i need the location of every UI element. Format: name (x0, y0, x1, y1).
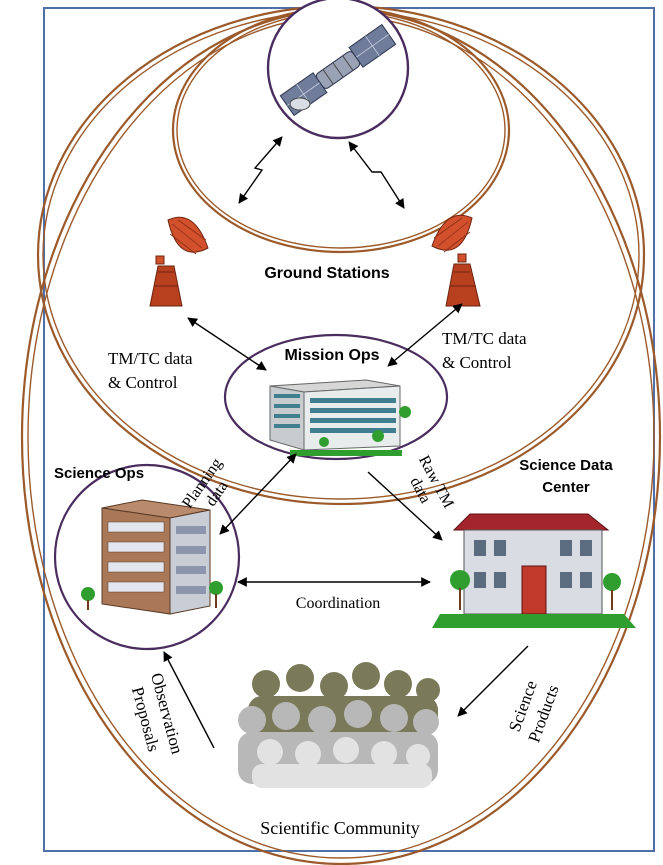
satellite-icon (266, 0, 410, 140)
arrow-right-station-to-mission (387, 303, 463, 367)
mission-ops-building-icon (269, 379, 411, 456)
label-scientific-community: Scientific Community (260, 818, 420, 838)
label-science-ops: Science Ops (54, 465, 144, 482)
mission-ops-ring (223, 333, 449, 461)
arrow-observation-proposals (163, 651, 215, 749)
radio-link-left (238, 136, 283, 204)
science-ops-ring (53, 463, 241, 651)
label-tmtc-right-1: TM/TC data (442, 329, 527, 348)
label-mission-ops: Mission Ops (284, 347, 379, 364)
arrow-left-station-to-mission (187, 317, 267, 371)
arrow-science-products (457, 645, 529, 717)
label-coordination: Coordination (296, 595, 380, 612)
science-data-center-house-icon (432, 513, 636, 628)
science-ops-building-icon (81, 499, 223, 615)
label-tmtc-right-2: & Control (442, 353, 512, 372)
scientific-community-people-icon (238, 662, 440, 788)
label-science-data-center-2: Center (542, 479, 590, 496)
ground-station-dish-icon (431, 214, 481, 307)
arrow-raw-tm-data (367, 471, 443, 541)
arrow-planning-data (219, 453, 297, 535)
label-tmtc-left-1: TM/TC data (108, 349, 193, 368)
radio-link-right (348, 141, 405, 209)
ground-station-dish-icon (149, 216, 209, 307)
label-ground-stations: Ground Stations (264, 265, 389, 282)
label-science-data-center-1: Science Data (519, 457, 613, 474)
label-tmtc-left-2: & Control (108, 373, 178, 392)
